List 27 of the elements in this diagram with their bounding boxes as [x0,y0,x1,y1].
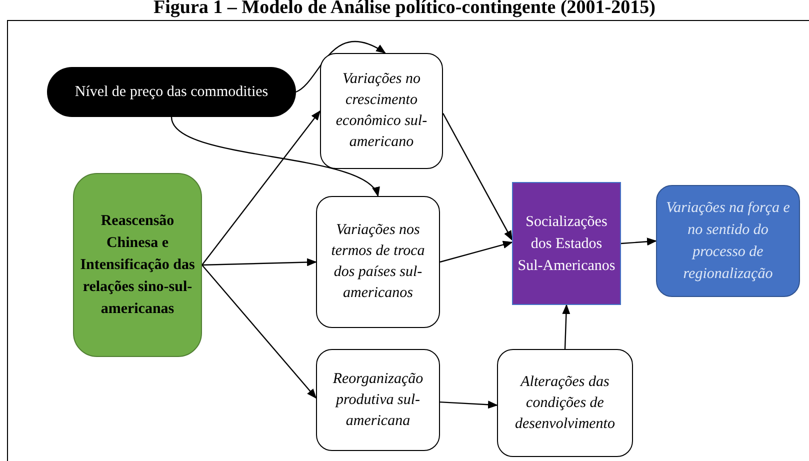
node-label: Socializações dos Estados Sul-Americanos [517,212,616,276]
arrow [202,110,321,266]
node-label: Variações no crescimento econômico sul-americano [334,70,428,152]
arrow [562,304,570,350]
process-box [512,182,621,305]
arrow [440,400,498,409]
arrow [170,116,379,197]
arrow [202,264,317,399]
node-label: Alterações das condições de desenvolvimento [514,372,616,434]
node-label: Reascensão Chinesa e Intensificação das relações sino-sul-americanas [79,212,196,319]
process-box [73,173,202,357]
node-label: Reorganização produtiva sul-americana [332,370,424,430]
process-box [316,349,440,451]
process-box [316,196,440,328]
node-label: Variações nos termos de troca dos países sul-americanos [330,221,426,303]
node-label: Variações na força e no sentido do processo de regionalização [665,199,791,284]
arrow [442,113,513,241]
process-box [320,53,443,169]
diagram-title: Figura 1 – Modelo de Análise político-contingente (2001-2015) [152,0,656,19]
process-box [497,349,633,457]
arrow [296,41,386,93]
arrow [620,238,657,246]
process-box [656,185,800,297]
pill-node [47,67,296,117]
arrow [440,240,513,263]
node-label: Nível de preço das commodities [74,82,268,102]
arrow [202,258,317,266]
